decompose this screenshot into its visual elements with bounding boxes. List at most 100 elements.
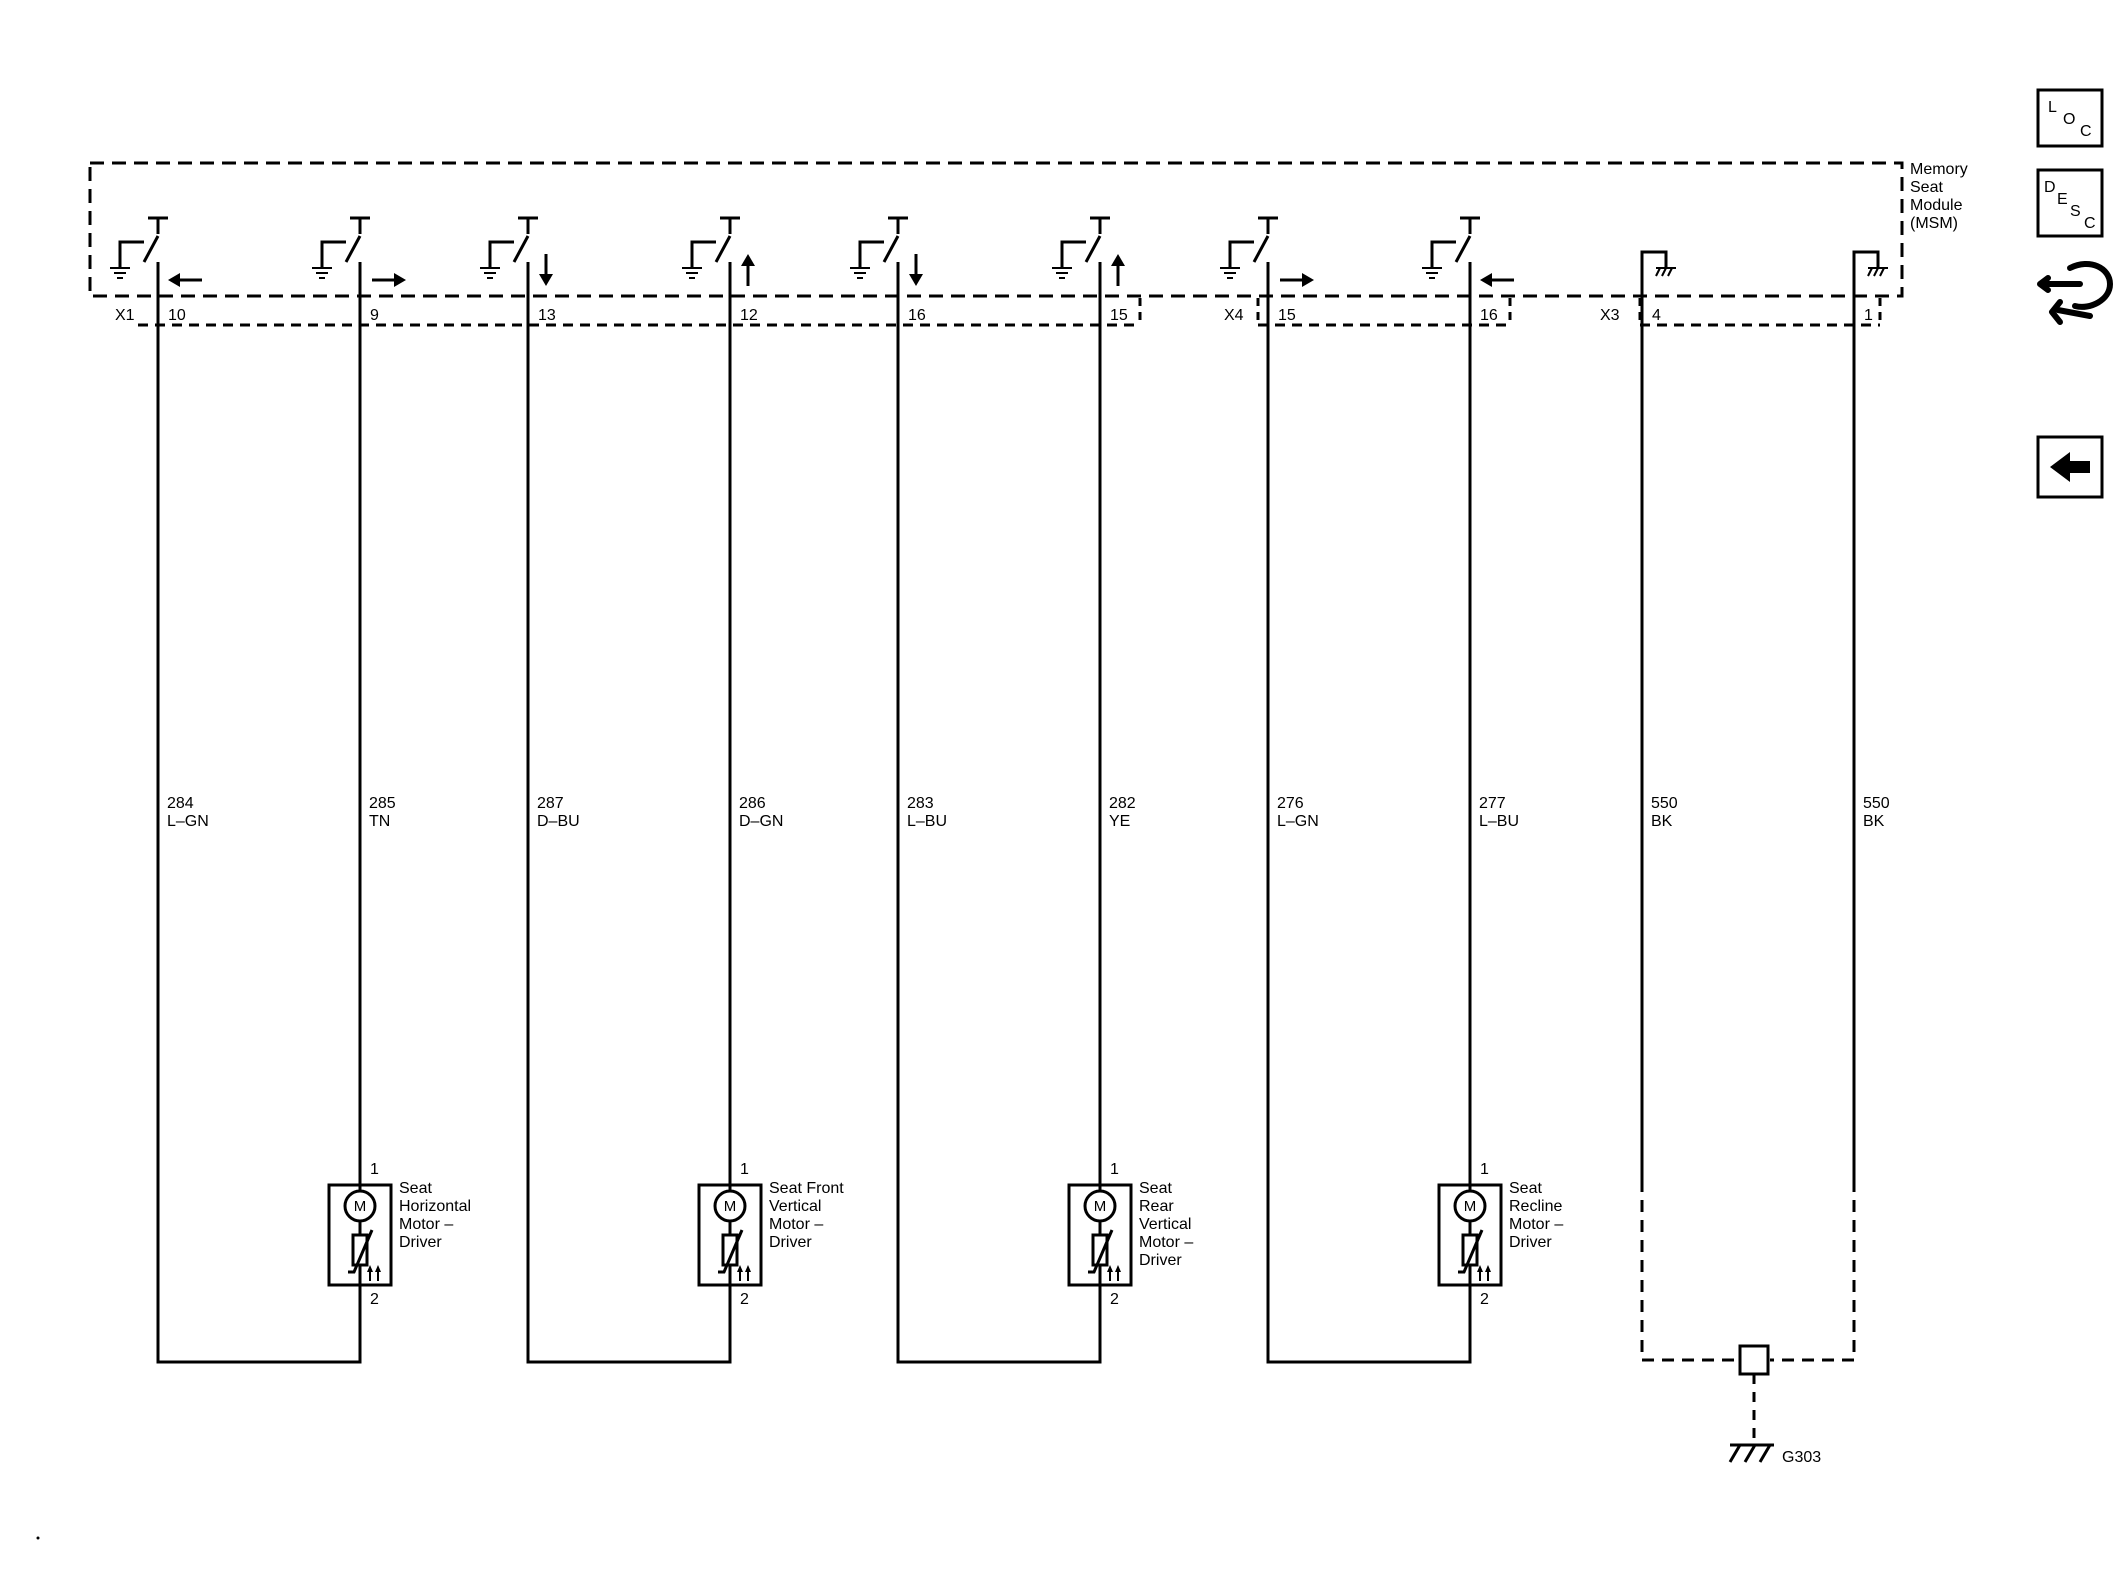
arrow-up-icon — [741, 254, 755, 286]
module-label: Memory Seat Module (MSM) — [1910, 161, 1972, 232]
connector-x4: X4 — [1224, 298, 1512, 327]
splice-pack — [1738, 1344, 1770, 1376]
double-arrow-icon — [367, 1265, 381, 1281]
wire-circuit-number: 286 — [739, 795, 766, 812]
ground-icon — [312, 267, 332, 279]
motor-pin-top: 1 — [1480, 1161, 1489, 1178]
motor-pin-bottom: 2 — [370, 1291, 379, 1308]
wire-color: D–BU — [537, 813, 580, 830]
wire-color: L–BU — [907, 813, 947, 830]
chassis-ground-icon — [1867, 267, 1888, 277]
wire-circuit-number: 550 — [1651, 795, 1678, 812]
wire-circuit-number: 277 — [1479, 795, 1506, 812]
desc-button[interactable]: D E S C — [2036, 168, 2104, 238]
svg-text:E: E — [2057, 191, 2068, 208]
wire-circuit-number: 285 — [369, 795, 396, 812]
ground-icon — [110, 267, 130, 279]
connector-x1-label: X1 — [115, 307, 135, 324]
ground-icon — [1422, 267, 1442, 279]
motor-pin-top: 1 — [740, 1161, 749, 1178]
wire-color: YE — [1109, 813, 1130, 830]
motor-symbol: M — [354, 1198, 367, 1215]
back-button[interactable] — [2036, 435, 2104, 499]
switch-pin-15: 15 — [1220, 216, 1314, 324]
motor-pin-bottom: 2 — [1480, 1291, 1489, 1308]
arrow-left-icon — [1480, 273, 1514, 287]
wire-circuit-number: 283 — [907, 795, 934, 812]
arrow-down-icon — [539, 254, 553, 286]
wire-color: BK — [1651, 813, 1673, 830]
wire-color: D–GN — [739, 813, 783, 830]
arrow-right-icon — [372, 273, 406, 287]
wire-circuit-number: 287 — [537, 795, 564, 812]
ground-icon — [1220, 267, 1240, 279]
switch-pin-15: 15 — [1052, 216, 1128, 324]
connector-x3-label: X3 — [1600, 307, 1620, 324]
ground-splice: G303 — [1640, 1180, 1856, 1466]
ground-point-label: G303 — [1782, 1449, 1821, 1466]
connector-x1: X1 — [115, 298, 1142, 327]
module-ground-pin-1: 1 — [1852, 250, 1888, 324]
pin-label: 15 — [1110, 307, 1128, 324]
arrow-down-icon — [909, 254, 923, 286]
switch-pin-13: 13 — [480, 216, 556, 324]
svg-text:D: D — [2044, 179, 2056, 196]
wire-circuit-number: 276 — [1277, 795, 1304, 812]
arrow-right-icon — [1280, 273, 1314, 287]
svg-text:C: C — [2080, 123, 2092, 140]
chassis-ground-icon — [1728, 1443, 1774, 1463]
pin-label: 16 — [1480, 307, 1498, 324]
wire-color: TN — [369, 813, 390, 830]
double-arrow-icon — [1477, 1265, 1491, 1281]
wire-color: L–BU — [1479, 813, 1519, 830]
pin-label: 4 — [1652, 307, 1661, 324]
svg-text:C: C — [2084, 215, 2096, 232]
module-ground-pin-4: 4 — [1640, 250, 1676, 324]
motor-symbol: M — [724, 1198, 737, 1215]
wire-color: BK — [1863, 813, 1885, 830]
pin-label: 16 — [908, 307, 926, 324]
arrow-up-icon — [1111, 254, 1125, 286]
connector-x3: X3 — [1600, 298, 1882, 327]
pin-label: 15 — [1278, 307, 1296, 324]
wire-color: L–GN — [1277, 813, 1319, 830]
pin-label: 13 — [538, 307, 556, 324]
switch-pin-10: 10 — [110, 216, 202, 324]
loc-button[interactable]: L O C — [2036, 88, 2104, 148]
svg-text:O: O — [2063, 111, 2075, 128]
svg-text:L: L — [2048, 99, 2057, 116]
ground-icon — [682, 267, 702, 279]
connector-repair-button[interactable] — [2037, 261, 2113, 325]
connector-repair-icon — [2037, 261, 2113, 325]
wire-circuit-number: 550 — [1863, 795, 1890, 812]
double-arrow-icon — [737, 1265, 751, 1281]
back-arrow-icon — [2050, 452, 2090, 482]
arrow-left-icon — [168, 273, 202, 287]
wire-color: L–GN — [167, 813, 209, 830]
stray-mark — [36, 1536, 40, 1540]
switch-pin-16: 16 — [850, 216, 926, 324]
motor-pin-top: 1 — [370, 1161, 379, 1178]
switch-pin-9: 9 — [312, 216, 406, 324]
ground-icon — [1052, 267, 1072, 279]
